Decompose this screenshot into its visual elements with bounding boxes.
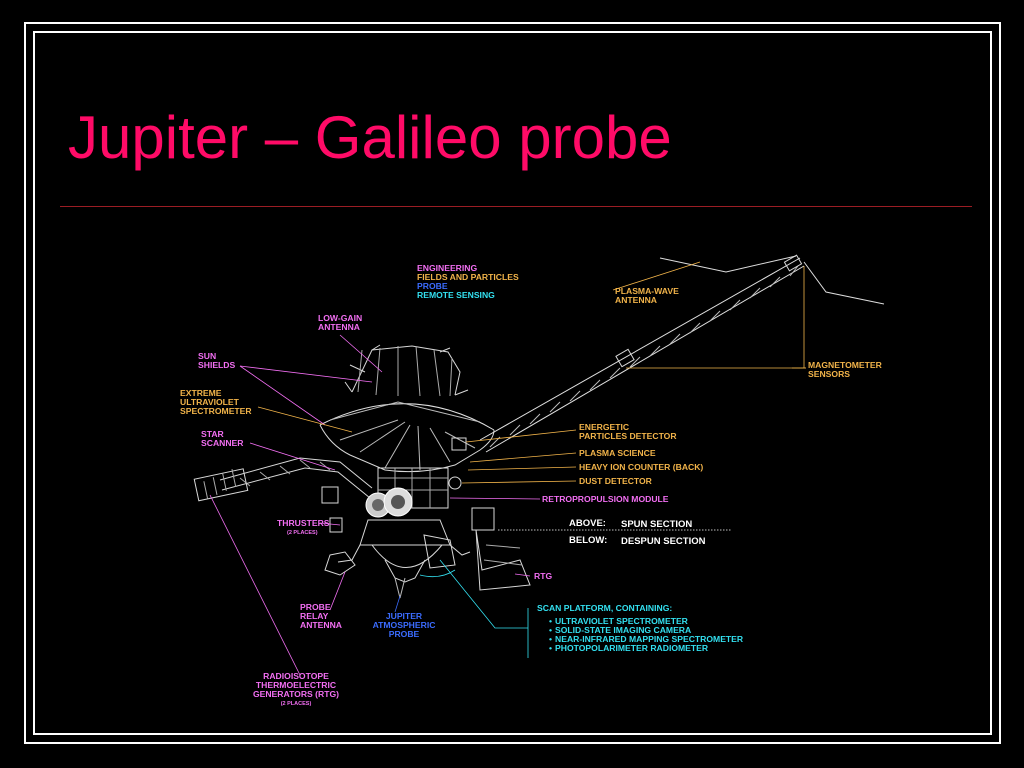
slide-frame-inner <box>33 31 992 735</box>
legend-engineering: ENGINEERING <box>417 263 477 273</box>
label-euv-1: EXTREME <box>180 388 222 398</box>
legend-remote-sensing: REMOTE SENSING <box>417 290 495 300</box>
label-retropropulsion: RETROPROPULSION MODULE <box>542 494 669 504</box>
right-labels: PLASMA-WAVE ANTENNA MAGNETOMETER SENSORS… <box>534 286 883 653</box>
legend-fields-particles: FIELDS AND PARTICLES <box>417 272 519 282</box>
label-thrusters-note: (2 PLACES) <box>287 530 318 536</box>
left-labels: LOW-GAIN ANTENNA SUN SHIELDS EXTREME ULT… <box>180 313 435 707</box>
label-probe-relay-1: PROBE <box>300 602 331 612</box>
scan-item-bullet-4: • <box>549 643 552 653</box>
scan-item: SOLID-STATE IMAGING CAMERA <box>555 625 691 635</box>
slide-title: Jupiter – Galileo probe <box>68 104 672 171</box>
label-rtg-gen-2: THERMOELECTRIC <box>256 680 336 690</box>
label-thrusters: THRUSTERS <box>277 518 330 528</box>
color-legend: ENGINEERING FIELDS AND PARTICLES PROBE R… <box>417 263 519 300</box>
label-low-gain-antenna-1: LOW-GAIN <box>318 313 362 323</box>
label-plasma-wave-2: ANTENNA <box>615 295 657 305</box>
label-above: ABOVE: <box>569 518 606 529</box>
label-energetic-2: PARTICLES DETECTOR <box>579 431 677 441</box>
scan-item-bullet-1: • <box>549 616 552 626</box>
label-magnetometer-2: SENSORS <box>808 369 850 379</box>
label-sun-shields-1: SUN <box>198 351 216 361</box>
label-rtg-gen-3: GENERATORS (RTG) <box>253 689 339 699</box>
label-sun-shields-2: SHIELDS <box>198 360 236 370</box>
label-star-scanner-2: SCANNER <box>201 438 244 448</box>
label-below: BELOW: <box>569 535 607 546</box>
label-dust-detector: DUST DETECTOR <box>579 476 653 486</box>
label-scan-platform: SCAN PLATFORM, CONTAINING: <box>537 603 672 613</box>
label-magnetometer-1: MAGNETOMETER <box>808 360 883 370</box>
label-euv-3: SPECTROMETER <box>180 406 252 416</box>
label-probe-relay-3: ANTENNA <box>300 620 342 630</box>
label-energetic-1: ENERGETIC <box>579 422 629 432</box>
scan-item: PHOTOPOLARIMETER RADIOMETER <box>555 643 709 653</box>
label-jupiter-probe-2: ATMOSPHERIC <box>373 620 436 630</box>
scan-item: NEAR-INFRARED MAPPING SPECTROMETER <box>555 634 744 644</box>
label-rtg: RTG <box>534 571 552 581</box>
label-despun-section: DESPUN SECTION <box>621 536 706 547</box>
title-rule <box>60 206 972 207</box>
scan-item-bullet-2: • <box>549 625 552 635</box>
label-heavy-ion-counter: HEAVY ION COUNTER (BACK) <box>579 462 703 472</box>
leader-lines <box>209 261 806 676</box>
slide-frame-outer <box>24 22 1001 744</box>
label-rtg-gen-1: RADIOISOTOPE <box>263 671 329 681</box>
label-plasma-wave-1: PLASMA-WAVE <box>615 286 679 296</box>
label-low-gain-antenna-2: ANTENNA <box>318 322 360 332</box>
label-euv-2: ULTRAVIOLET <box>180 397 240 407</box>
scan-item-bullet-3: • <box>549 634 552 644</box>
spacecraft-drawing <box>193 254 885 599</box>
label-jupiter-probe-1: JUPITER <box>386 611 423 621</box>
label-rtg-gen-note: (2 PLACES) <box>281 701 312 707</box>
label-spun-section: SPUN SECTION <box>621 519 692 530</box>
label-plasma-science: PLASMA SCIENCE <box>579 448 656 458</box>
label-star-scanner-1: STAR <box>201 429 225 439</box>
legend-probe: PROBE <box>417 281 448 291</box>
label-jupiter-probe-3: PROBE <box>389 629 420 639</box>
label-probe-relay-2: RELAY <box>300 611 329 621</box>
scan-item: ULTRAVIOLET SPECTROMETER <box>555 616 689 626</box>
